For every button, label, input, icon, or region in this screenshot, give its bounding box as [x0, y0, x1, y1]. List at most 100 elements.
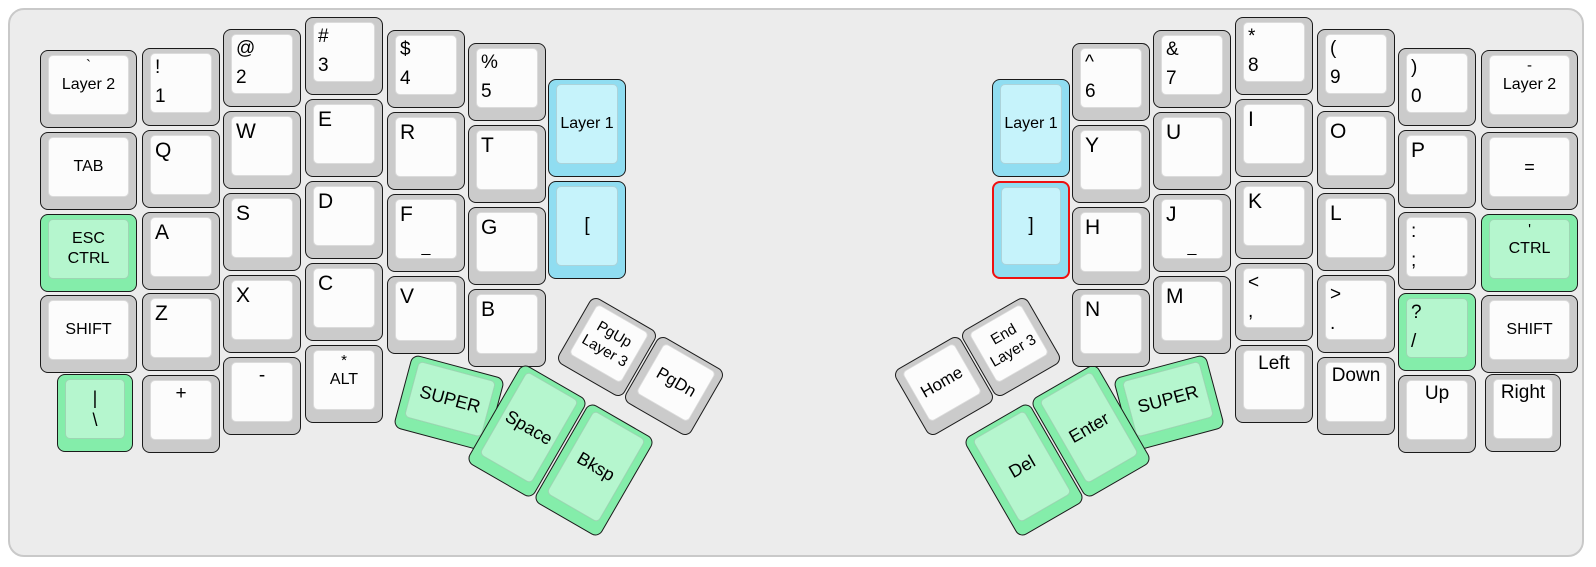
- key-label: !: [155, 57, 161, 78]
- key-rparen-0[interactable]: )0: [1398, 48, 1476, 126]
- key-label: End Layer 3: [987, 320, 1040, 371]
- keycap-top: 'CTRL: [1489, 219, 1570, 279]
- key-minus[interactable]: -: [223, 357, 301, 435]
- keycap-top: O: [1325, 116, 1387, 176]
- key-q[interactable]: Q: [142, 130, 220, 208]
- keycap-top: Left: [1243, 350, 1305, 410]
- key-u[interactable]: U: [1153, 112, 1231, 190]
- keycap-top: -: [231, 362, 293, 422]
- key-o[interactable]: O: [1317, 111, 1395, 189]
- key-i[interactable]: I: [1235, 99, 1313, 177]
- key-colon-semicolon[interactable]: :;: [1398, 212, 1476, 290]
- key-arrow-left[interactable]: Left: [1235, 345, 1313, 423]
- keycap-top: !1: [150, 53, 212, 113]
- keycap-top: D: [313, 186, 375, 246]
- key-label: Home: [917, 362, 967, 402]
- key-tab[interactable]: TAB: [40, 132, 137, 210]
- keycap-top: =: [1489, 137, 1570, 197]
- key-label: F: [400, 203, 413, 226]
- keycap-top: A: [150, 217, 212, 277]
- key-n[interactable]: N: [1072, 289, 1150, 367]
- key-e[interactable]: E: [305, 99, 383, 177]
- key-lt-comma[interactable]: <,: [1235, 263, 1313, 341]
- key-at-2[interactable]: @2: [223, 29, 301, 107]
- key-t[interactable]: T: [468, 125, 546, 203]
- key-p[interactable]: P: [1398, 130, 1476, 208]
- key-arrow-down[interactable]: Down: [1317, 357, 1395, 435]
- key-label: D: [318, 190, 334, 213]
- key-y[interactable]: Y: [1072, 125, 1150, 203]
- key-hash-3[interactable]: #3: [305, 17, 383, 95]
- key-label: ESC CTRL: [67, 230, 110, 267]
- keycap-top: E: [313, 104, 375, 164]
- key-label: ;: [1411, 250, 1417, 272]
- key-h[interactable]: H: [1072, 207, 1150, 285]
- key-arrow-right[interactable]: Right: [1485, 374, 1561, 452]
- key-percent-5[interactable]: %5: [468, 43, 546, 121]
- key-pipe-backslash[interactable]: | \: [57, 374, 133, 452]
- key-label: PgUp Layer 3: [578, 317, 635, 371]
- key-caret-6[interactable]: ^6: [1072, 43, 1150, 121]
- key-arrow-up[interactable]: Up: [1398, 375, 1476, 453]
- keycap-top: T: [476, 130, 538, 190]
- keycap-top: SUPER: [403, 360, 497, 438]
- key-esc-ctrl[interactable]: ESC CTRL: [40, 214, 137, 292]
- key-label: %: [481, 52, 498, 73]
- key-lbracket[interactable]: [: [548, 181, 626, 279]
- key-w[interactable]: W: [223, 111, 301, 189]
- key-shift-left[interactable]: SHIFT: [40, 295, 137, 373]
- keycap-top: :;: [1406, 217, 1468, 277]
- key-excl-1[interactable]: !1: [142, 48, 220, 126]
- key-label: 7: [1166, 68, 1177, 90]
- key-x[interactable]: X: [223, 275, 301, 353]
- key-equals[interactable]: =: [1481, 132, 1578, 210]
- key-plus[interactable]: +: [142, 375, 220, 453]
- key-label: +: [175, 383, 187, 404]
- key-label: Q: [155, 139, 172, 162]
- key-dollar-4[interactable]: $4: [387, 30, 465, 108]
- key-label: >: [1330, 284, 1342, 305]
- keycap-top: I: [1243, 104, 1305, 164]
- key-label: | \: [92, 387, 98, 431]
- key-z[interactable]: Z: [142, 293, 220, 371]
- key-label: SUPER: [417, 381, 483, 417]
- key-l[interactable]: L: [1317, 193, 1395, 271]
- key-m[interactable]: M: [1153, 276, 1231, 354]
- key-j[interactable]: J_: [1153, 194, 1231, 272]
- keycap-top: F_: [395, 199, 457, 259]
- key-d[interactable]: D: [305, 181, 383, 259]
- key-grave-layer2[interactable]: `Layer 2: [40, 50, 137, 128]
- key-layer1-right[interactable]: Layer 1: [992, 79, 1070, 177]
- key-c[interactable]: C: [305, 263, 383, 341]
- keycap-top: | \: [65, 379, 125, 439]
- key-quote-ctrl[interactable]: 'CTRL: [1481, 214, 1578, 292]
- key-v[interactable]: V: [387, 276, 465, 354]
- key-s[interactable]: S: [223, 193, 301, 271]
- key-b[interactable]: B: [468, 289, 546, 367]
- key-f[interactable]: F_: [387, 194, 465, 272]
- key-label: 5: [481, 81, 492, 103]
- key-shift-right[interactable]: SHIFT: [1481, 295, 1578, 373]
- key-label: C: [318, 272, 334, 295]
- key-a[interactable]: A: [142, 212, 220, 290]
- keycap-top: V: [395, 281, 457, 341]
- key-amp-7[interactable]: &7: [1153, 30, 1231, 108]
- keycap-top: [: [556, 186, 618, 266]
- key-layer1-left[interactable]: Layer 1: [548, 79, 626, 177]
- keycap-top: SHIFT: [1489, 300, 1570, 360]
- key-gt-period[interactable]: >.: [1317, 275, 1395, 353]
- keycap-top: Layer 1: [1000, 84, 1062, 164]
- key-r[interactable]: R: [387, 112, 465, 190]
- keycap-top: @2: [231, 34, 293, 94]
- key-g[interactable]: G: [468, 207, 546, 285]
- keycap-top: U: [1161, 117, 1223, 177]
- key-dash-layer2[interactable]: -Layer 2: [1481, 50, 1578, 128]
- key-star-8[interactable]: *8: [1235, 17, 1313, 95]
- key-question-slash[interactable]: ?/: [1398, 293, 1476, 371]
- key-rbracket[interactable]: ]: [992, 181, 1070, 279]
- key-star-alt[interactable]: *ALT: [305, 345, 383, 423]
- keycap-top: %5: [476, 48, 538, 108]
- key-k[interactable]: K: [1235, 181, 1313, 259]
- key-lparen-9[interactable]: (9: [1317, 29, 1395, 107]
